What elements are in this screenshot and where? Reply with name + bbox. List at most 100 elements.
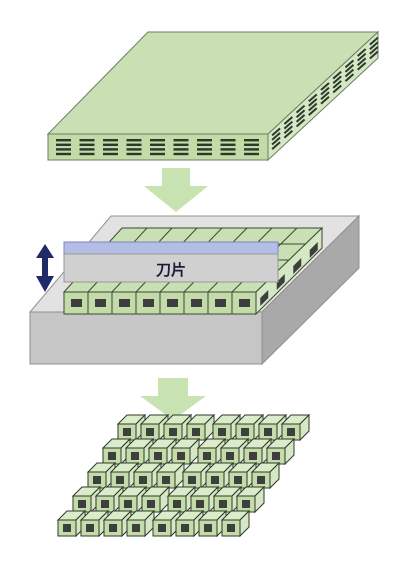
chip-hole [139, 476, 147, 484]
board-side-vent-stripe [271, 136, 281, 146]
chip-hole [249, 452, 257, 460]
wafer-front-hole [239, 299, 250, 307]
board-side-vent-stripe [369, 36, 379, 46]
board-vent-stripe [56, 152, 71, 156]
vertical-double-arrow [36, 244, 54, 292]
platform-front-face [29, 311, 263, 365]
board-side-vent-stripe [320, 86, 330, 96]
board-side-vent-stripe [283, 116, 293, 125]
chip [211, 413, 242, 442]
board-vent-stripe [126, 148, 142, 151]
board-side-vent-stripe [295, 104, 306, 114]
board-vent-stripe [79, 143, 95, 146]
wafer-front-hole [71, 299, 82, 307]
wafer-side-hole [309, 242, 318, 258]
board-side-vent-stripe [332, 75, 342, 85]
board-vent-stripe [126, 143, 142, 146]
board-side-vent-stripe [332, 80, 342, 89]
blade-body [63, 253, 279, 283]
board-side-vent-stripe [320, 82, 330, 91]
chip-row [71, 485, 266, 514]
board-side-vent-stripe [332, 70, 342, 80]
board-vent-stripe [173, 143, 189, 146]
chip-hole [196, 500, 204, 508]
wafer-side-hole [260, 290, 269, 306]
chip [197, 509, 228, 538]
chip-hole [203, 452, 211, 460]
wafer-front-hole [143, 299, 154, 307]
chip [280, 413, 311, 442]
chip-row [101, 437, 296, 466]
board-vent-stripe [103, 148, 118, 151]
chip-hole [78, 500, 86, 508]
chip-hole [242, 500, 250, 508]
board-vent-stripe [197, 139, 212, 142]
chip [235, 485, 266, 514]
chip-row [116, 413, 311, 442]
chip-hole [177, 452, 185, 460]
chip-hole [218, 428, 226, 436]
board-vent-stripe [220, 152, 236, 156]
board-vent-stripe [103, 152, 118, 156]
chip [109, 461, 140, 490]
chip [56, 509, 87, 538]
board-side-vent-stripe [357, 62, 367, 71]
board-vent-stripe [56, 143, 71, 146]
board-vent-stripe [220, 139, 236, 142]
wafer-front-hole [167, 299, 178, 307]
chip-hole [234, 476, 242, 484]
chip-hole [86, 524, 94, 532]
board-side-vent-stripe [357, 57, 367, 66]
wafer-front-hole [119, 299, 130, 307]
chip-hole [147, 500, 155, 508]
board-vent-stripe [150, 148, 165, 151]
board-vent-stripe [56, 148, 71, 151]
board-vent-stripe [79, 139, 95, 142]
wafer-side-hole [276, 274, 285, 290]
board-side-vent-stripe [308, 93, 318, 103]
board-side-vent-stripe [308, 107, 318, 116]
chip-hole [132, 524, 140, 532]
chip [151, 509, 182, 538]
board-vent-stripe [197, 143, 212, 146]
board-side-vent-stripe [271, 132, 281, 141]
chip-hole [192, 428, 200, 436]
blade: 刀片 [63, 241, 279, 283]
chip-hole [109, 524, 117, 532]
chip-hole [287, 428, 295, 436]
chip-hole [257, 476, 265, 484]
board-vent-stripe [244, 143, 259, 146]
chip-hole [93, 476, 101, 484]
down-arrow-1 [144, 168, 208, 212]
board-vent-stripe [150, 152, 165, 156]
double-arrow-head-up [36, 244, 54, 258]
board-vent-stripe [244, 139, 259, 142]
chip-hole [188, 476, 196, 484]
chip-hole [211, 476, 219, 484]
chip-hole [219, 500, 227, 508]
board-side-vent-stripe [344, 59, 355, 69]
board-vent-stripe [173, 152, 189, 156]
chip [170, 437, 201, 466]
blade-label: 刀片 [156, 261, 186, 279]
board-side-vent-stripe [344, 64, 355, 73]
board-vent-stripe [126, 139, 142, 142]
dicing-platform: 刀片 [28, 214, 361, 366]
chip-hole [101, 500, 109, 508]
chip-hole [124, 500, 132, 508]
chip [125, 509, 156, 538]
chip-hole [162, 476, 170, 484]
chip-hole [241, 428, 249, 436]
board-vent-stripe [103, 143, 118, 146]
board-side-vent-stripe [271, 141, 281, 150]
board-side-vent-stripe [283, 125, 293, 134]
board-vent-stripe [173, 148, 189, 151]
board-vent-stripe [103, 139, 118, 142]
diced-chips [56, 413, 311, 538]
chip [227, 461, 258, 490]
board-side-vents [271, 36, 379, 150]
chip-hole [181, 524, 189, 532]
chip [250, 461, 281, 490]
